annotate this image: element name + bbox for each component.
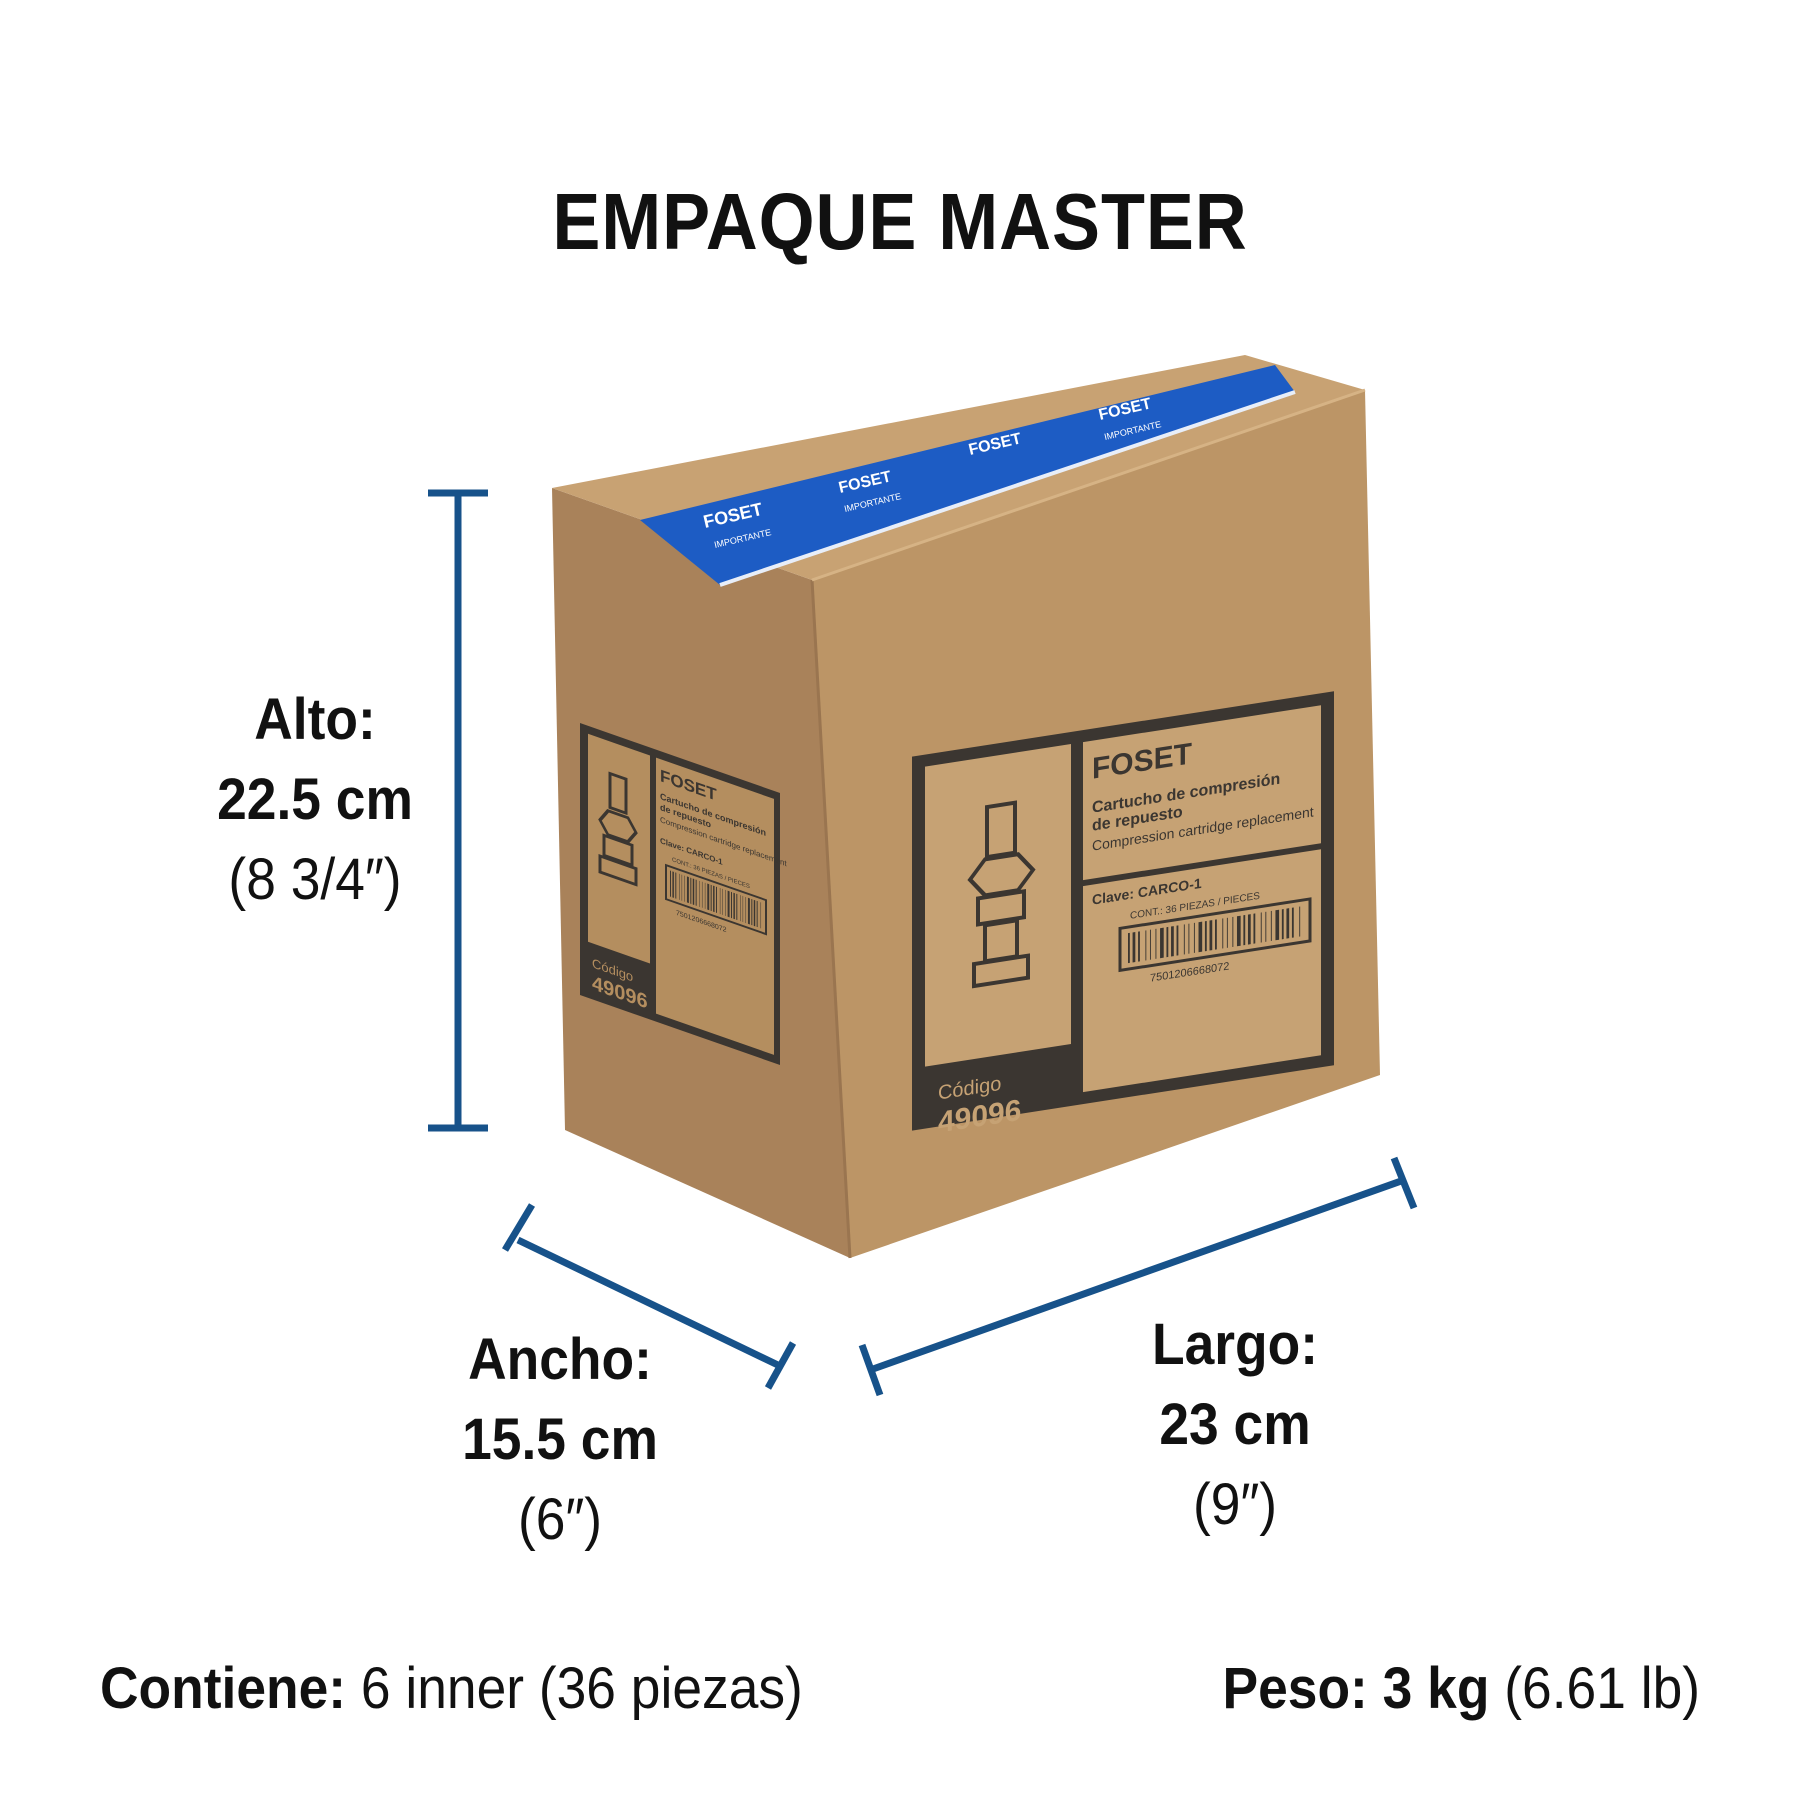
barcode-bar	[1166, 926, 1169, 958]
barcode-bar	[1128, 932, 1130, 964]
barcode-bar	[1155, 928, 1157, 959]
barcode-bar	[695, 879, 697, 906]
barcode-bar	[756, 900, 758, 928]
alto-dimension-text: Alto: 22.5 cm (8 3/4″)	[195, 680, 434, 920]
barcode-bar	[716, 886, 717, 913]
alto-label: Alto:	[254, 687, 376, 752]
peso-value: (6.61 lb)	[1504, 1656, 1700, 1721]
barcode-bar	[1299, 906, 1301, 937]
barcode-bar	[753, 899, 756, 927]
contiene-label: Contiene:	[100, 1656, 347, 1721]
box-edge-top	[811, 388, 1366, 582]
barcode-bar	[670, 870, 671, 897]
ancho-dimension-text: Ancho: 15.5 cm (6″)	[440, 1320, 679, 1560]
barcode-bar	[672, 871, 674, 898]
barcode-bar	[747, 897, 750, 925]
peso-label: Peso:	[1222, 1656, 1368, 1721]
barcode-bar	[1265, 911, 1267, 942]
side-barcode-box	[665, 863, 767, 936]
largo-dimension-cap-left	[858, 1343, 884, 1397]
side-label-text-panel	[656, 757, 774, 1055]
ancho-label: Ancho:	[468, 1327, 652, 1392]
side-cartridge-icon	[598, 771, 638, 887]
barcode-bar	[1260, 912, 1262, 943]
barcode-bar	[1243, 914, 1246, 946]
contents-info: Contiene: 6 inner (36 piezas)	[100, 1655, 803, 1722]
barcode-bar	[1226, 917, 1228, 948]
tape-edge	[719, 390, 1296, 587]
ancho-dimension-line	[516, 1236, 782, 1370]
barcode-bar	[1198, 921, 1203, 953]
barcode-bar	[1222, 918, 1224, 949]
front-label-text-panel	[1083, 705, 1321, 1093]
barcode-bar	[1247, 914, 1251, 945]
barcode-bar	[1193, 922, 1195, 953]
largo-metric: 23 cm	[1159, 1392, 1311, 1457]
barcode-bar	[690, 877, 692, 904]
weight-info: Peso: 3 kg (6.61 lb)	[1222, 1655, 1700, 1722]
barcode-bar	[1188, 923, 1190, 954]
barcode-bar	[1171, 926, 1174, 957]
barcode-bar	[1215, 919, 1217, 950]
barcode-bar	[1291, 907, 1294, 938]
cartridge-icon	[967, 800, 1036, 989]
barcode-bar	[1204, 920, 1207, 952]
barcode-bar	[1145, 930, 1147, 961]
barcode-bar	[1286, 908, 1290, 939]
barcode-bar	[727, 890, 730, 918]
barcode-bar	[1138, 931, 1140, 962]
barcode-bar	[1183, 924, 1185, 955]
peso-value-bold: 3 kg	[1382, 1656, 1490, 1721]
side-barcode	[670, 870, 762, 929]
barcode-bar	[1281, 909, 1284, 940]
barcode-bar	[686, 876, 689, 904]
side-label: Código 49096 FOSET Cartucho de compresió…	[580, 723, 787, 1066]
barcode-bar	[1132, 932, 1136, 963]
barcode-bar	[710, 884, 712, 912]
alto-metric: 22.5 cm	[217, 767, 413, 832]
largo-imperial: (9″)	[1192, 1472, 1278, 1537]
barcode-bar	[1270, 910, 1272, 942]
contiene-value: 6 inner (36 piezas)	[360, 1656, 803, 1721]
ancho-imperial: (6″)	[517, 1487, 603, 1552]
tape	[640, 365, 1295, 585]
front-barcode-box	[1118, 897, 1312, 973]
barcode-bar	[1149, 929, 1151, 960]
ancho-metric: 15.5 cm	[462, 1407, 658, 1472]
barcode-bar	[1236, 915, 1241, 947]
barcode-bar	[731, 891, 732, 919]
front-label-product-panel	[925, 743, 1071, 1067]
largo-dimension-line	[871, 1176, 1406, 1373]
front-barcode	[1128, 906, 1301, 964]
barcode-bar	[707, 883, 710, 911]
barcode-bar	[1209, 920, 1213, 951]
barcode-bar	[1275, 909, 1280, 941]
barcode-bar	[1176, 925, 1179, 956]
barcode-bar	[1253, 913, 1256, 944]
barcode-bar	[713, 885, 715, 913]
barcode-bar	[1160, 927, 1164, 959]
barcode-bar	[733, 892, 735, 920]
largo-label: Largo:	[1151, 1312, 1319, 1377]
front-label: Código 49096 FOSET Cartucho de compresió…	[912, 691, 1334, 1140]
largo-dimension-cap-right	[1390, 1156, 1418, 1210]
barcode-bar	[751, 898, 753, 926]
page-title: EMPAQUE MASTER	[552, 177, 1248, 266]
ancho-dimension-cap-right	[764, 1341, 797, 1390]
alto-imperial: (8 3/4″)	[228, 847, 402, 912]
barcode-bar	[736, 893, 738, 921]
ancho-dimension-cap-left	[501, 1203, 536, 1252]
largo-dimension-text: Largo: 23 cm (9″)	[1115, 1305, 1354, 1545]
barcode-bar	[692, 878, 695, 905]
side-label-product-panel	[588, 733, 650, 964]
barcode-bar	[1232, 916, 1234, 947]
front-divider	[1083, 843, 1321, 887]
box-edge	[810, 579, 852, 1259]
barcode-bar	[675, 872, 677, 899]
